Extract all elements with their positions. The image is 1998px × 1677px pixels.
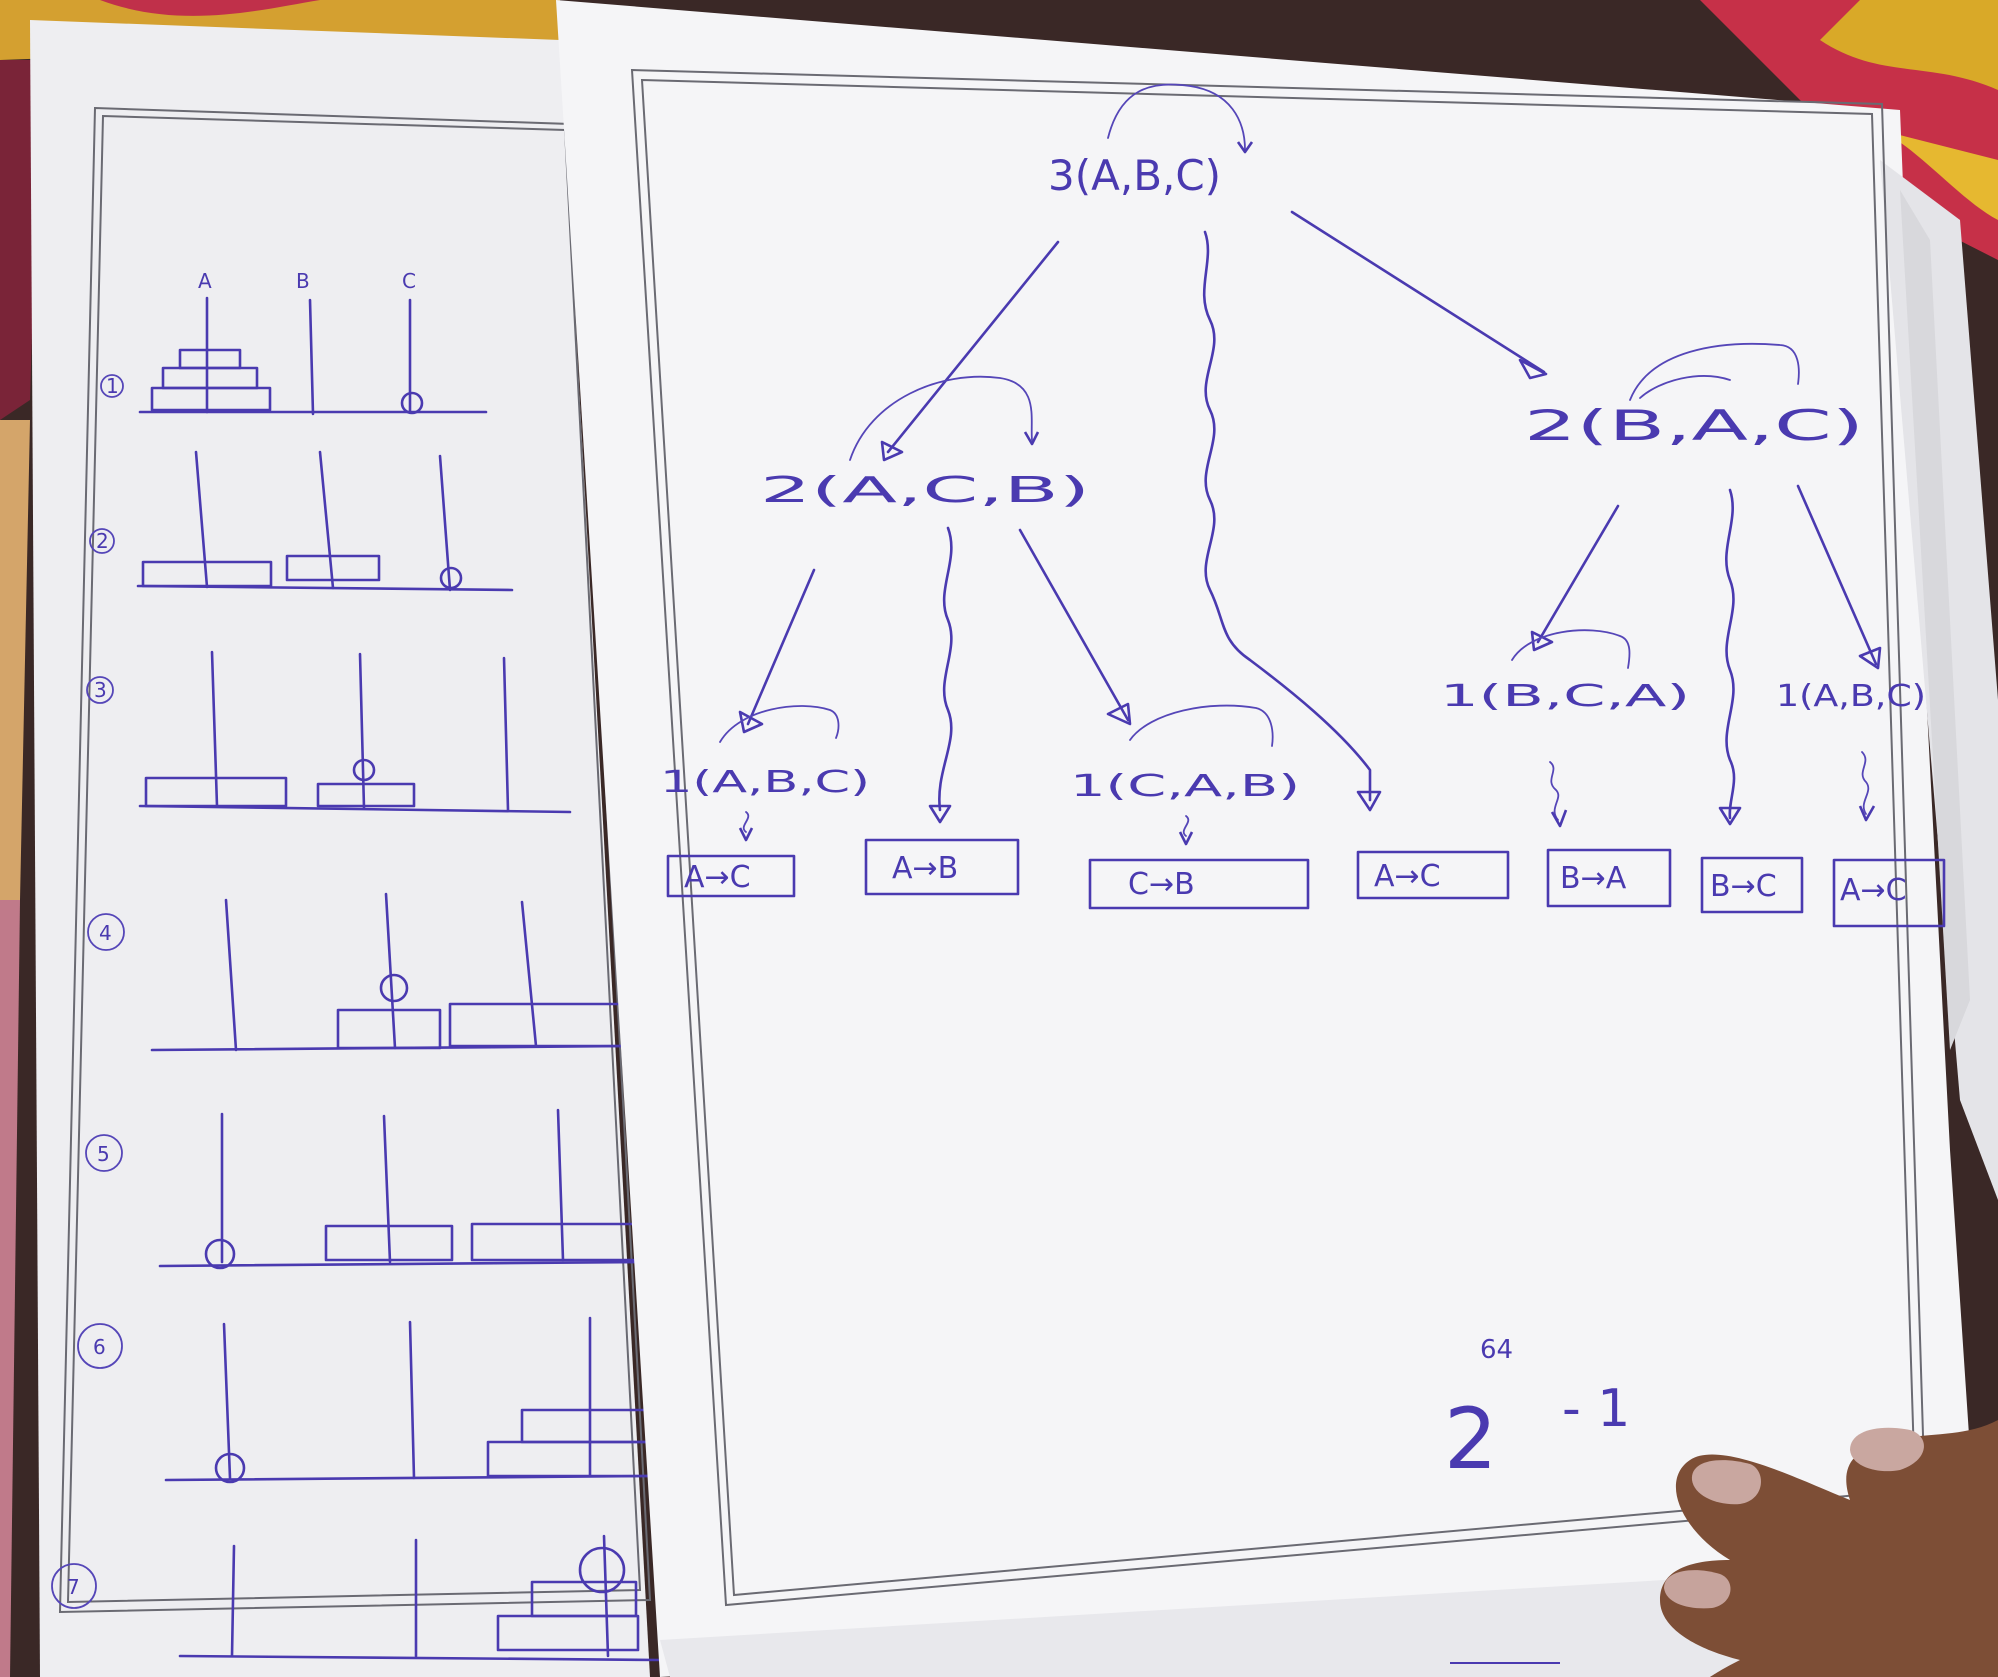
move-box-2: A→B [864,838,1020,896]
move-label-3: C→B [1128,867,1195,902]
move-box-3: C→B [1088,858,1310,910]
hanoi-step-7: 7 [51,1534,662,1662]
leaf-call-3: 1(B,C,A) [1440,679,1690,714]
move-label-6: B→C [1710,869,1777,904]
right-paper-sheet [556,0,1998,1677]
hand-photo [1660,1420,1998,1677]
right-call: 2(B,A,C) [1524,401,1864,450]
move-box-5: B→A [1546,848,1672,908]
move-label-5: B→A [1560,861,1627,896]
hanoi-step-4: 4 [87,892,632,1052]
step-number-7: 7 [67,1575,80,1599]
move-box-1: A→C [666,854,796,898]
left-call: 2(A,C,B) [760,470,1090,511]
peg-label-c: C [402,269,416,293]
recursion-tree: 3(A,B,C) 2(A,C,B) 2(B,A,C) [660,83,1926,846]
leaf-call-4: 1(A,B,C) [1776,679,1926,714]
step-number-3: 3 [94,678,107,702]
left-paper-sheet: A B C 1 2 [30,20,662,1677]
move-box-6: B→C [1700,856,1804,914]
formula: 2 64 - 1 [1444,1335,1630,1488]
step-number-4: 4 [99,921,112,945]
root-call: 3(A,B,C) [1048,151,1221,200]
step-number-5: 5 [97,1142,110,1166]
leaf-call-1: 1(A,B,C) [660,765,870,800]
peg-label-a: A [198,269,212,293]
move-label-7: A→C [1840,873,1907,908]
move-box-4: A→C [1356,850,1510,900]
move-boxes: A→C A→B C→B A→C B→A B→C A→C [666,838,1946,928]
move-box-7: A→C [1832,858,1946,928]
hanoi-step-1: 1 [100,296,488,416]
step-number-2: 2 [96,529,109,553]
hanoi-step-3: 3 [86,650,572,814]
hanoi-step-2: 2 [89,450,514,592]
formula-minus-one: - 1 [1562,1379,1630,1439]
move-label-1: A→C [684,860,751,895]
step-number-6: 6 [93,1335,106,1359]
move-label-4: A→C [1374,859,1441,894]
formula-exponent: 64 [1480,1335,1513,1365]
move-label-2: A→B [892,851,958,886]
leaf-call-2: 1(C,A,B) [1070,769,1300,804]
formula-base: 2 [1444,1390,1497,1488]
step-number-1: 1 [106,374,119,398]
peg-label-b: B [296,269,310,293]
